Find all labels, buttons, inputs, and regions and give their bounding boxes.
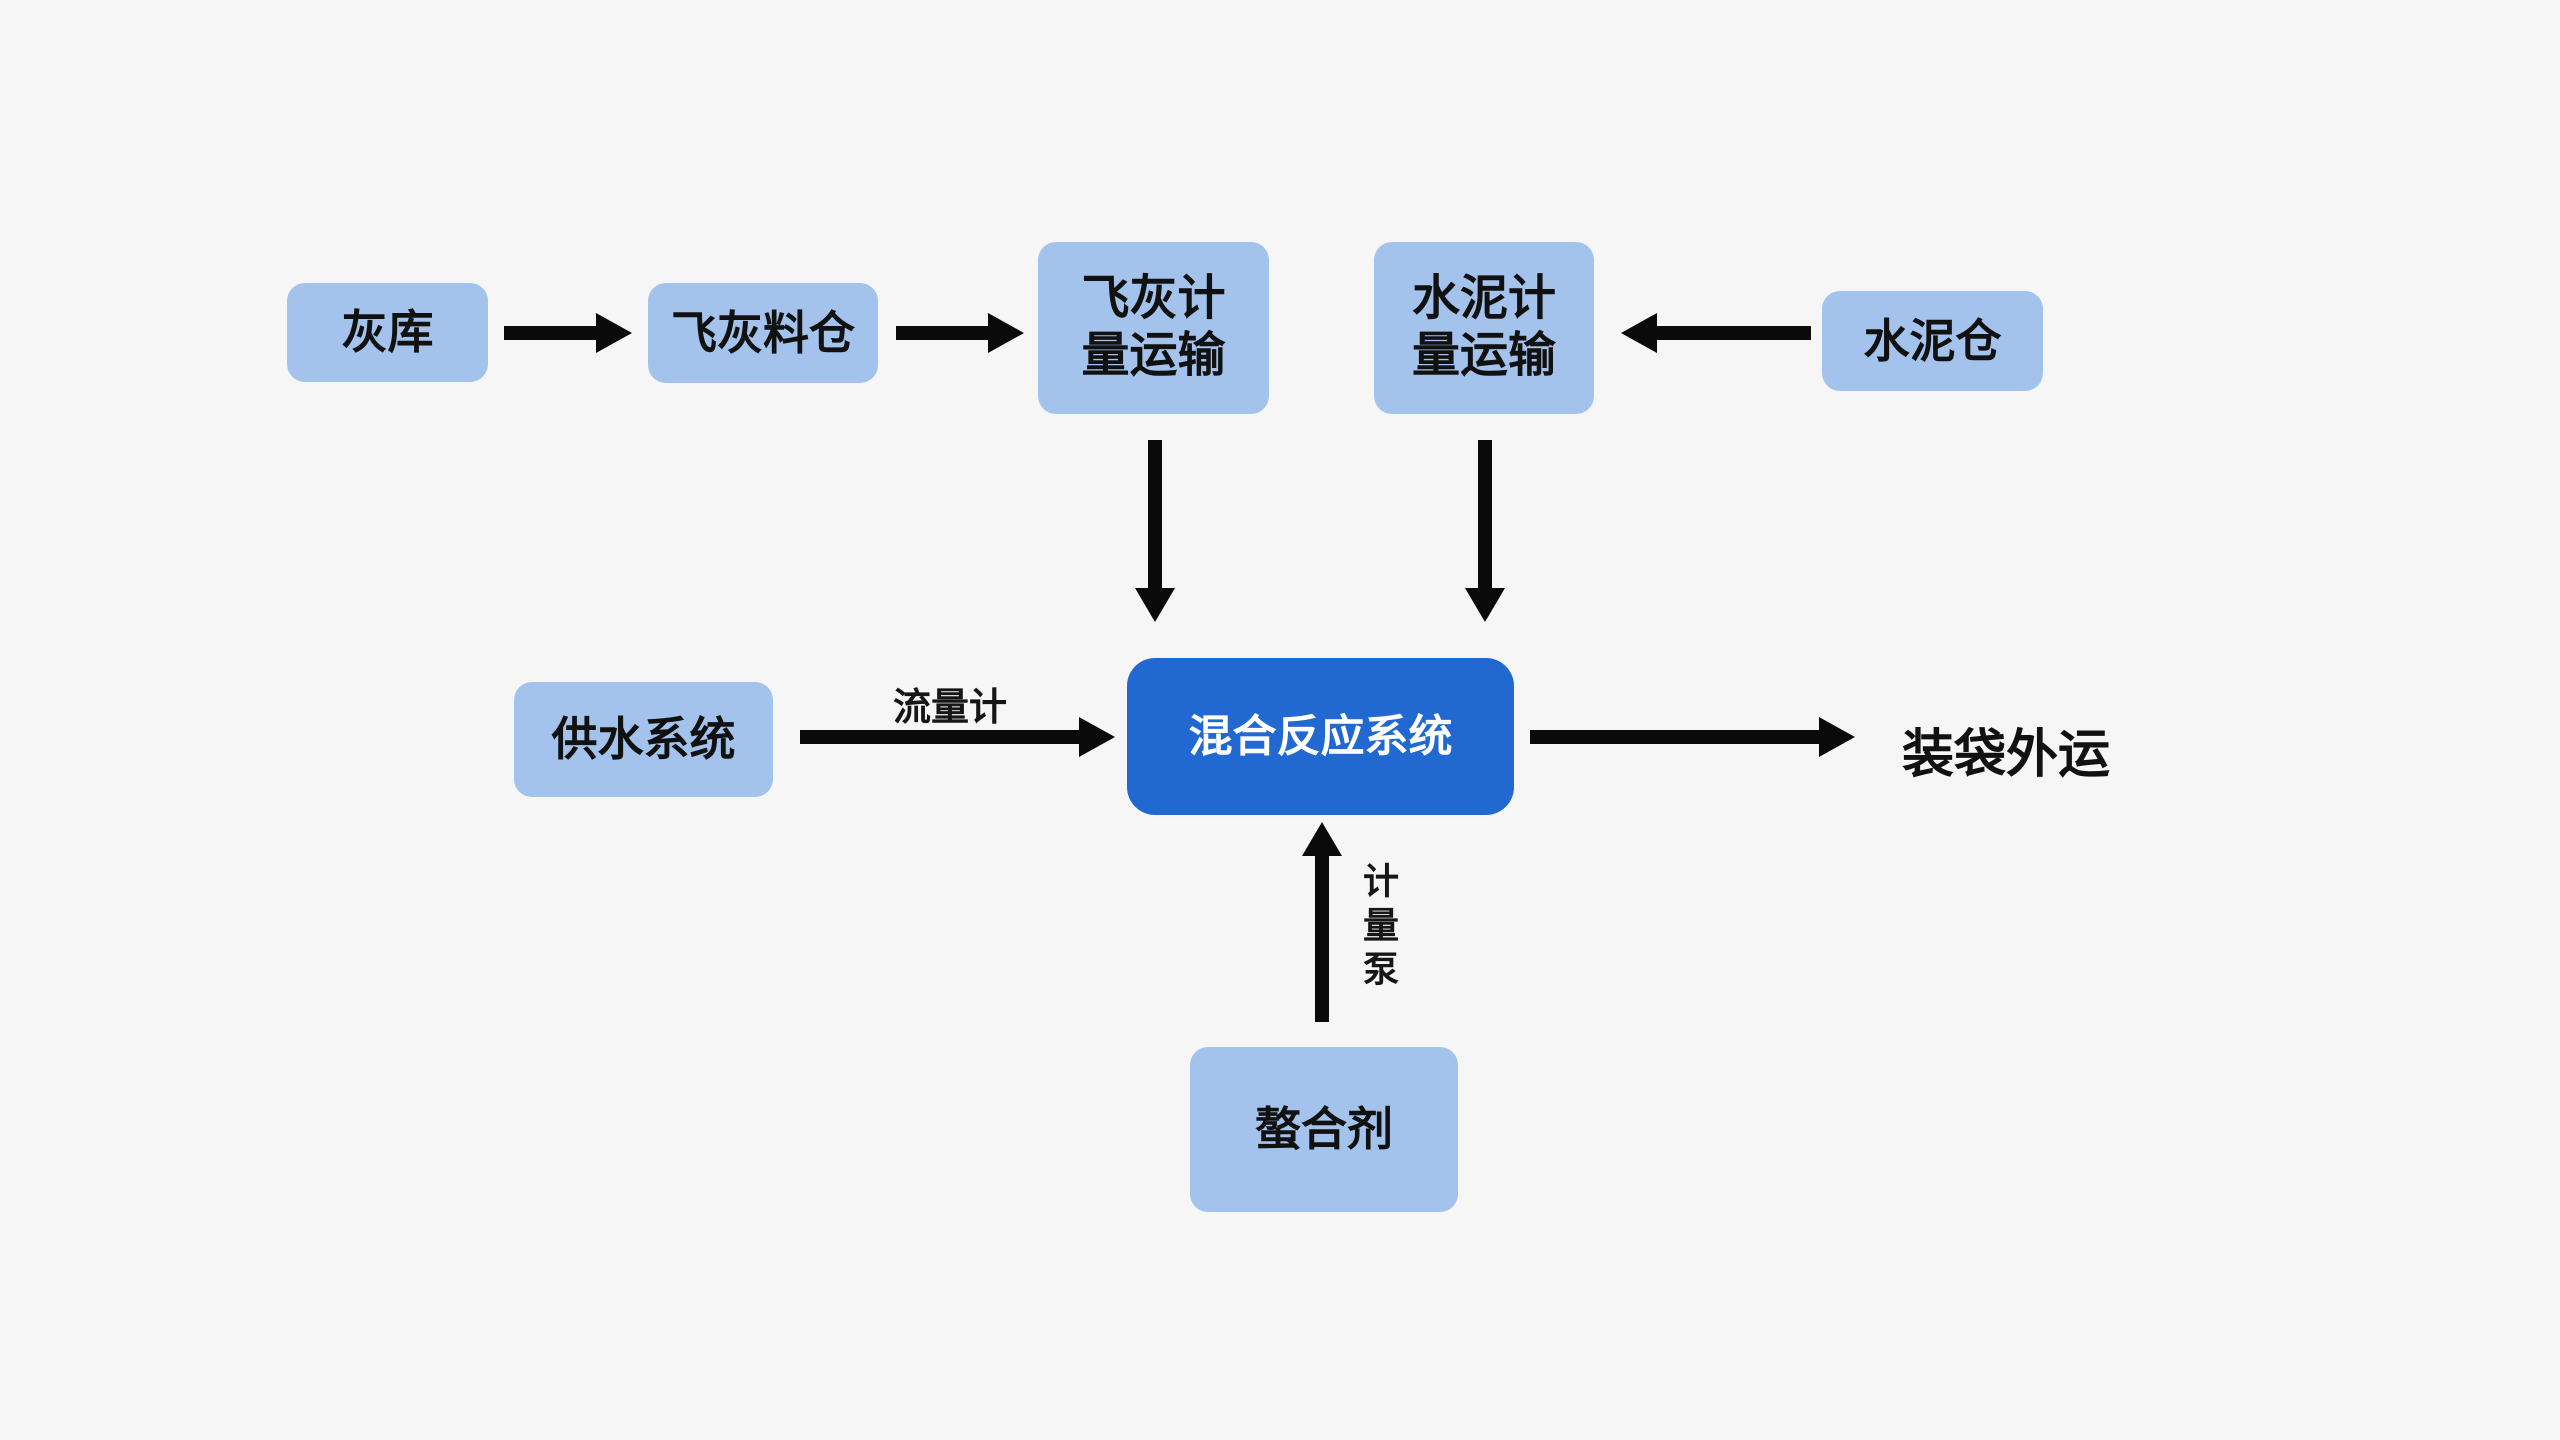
arrow-water-supply-to-mixing — [800, 717, 1115, 757]
node-cement-metering-transport: 水泥计 量运输 — [1374, 242, 1594, 414]
node-fly-ash-metering-transport: 飞灰计 量运输 — [1038, 242, 1269, 414]
node-fly-ash-silo: 飞灰料仓 — [648, 283, 878, 383]
arrow-mixing-to-bagging — [1530, 717, 1855, 757]
node-ash-storage: 灰库 — [287, 283, 488, 382]
arrowhead-right-icon — [596, 313, 632, 353]
arrow-ash-storage-to-fly-ash-silo — [504, 313, 632, 353]
node-mixing-reaction-system: 混合反应系统 — [1127, 658, 1514, 815]
arrow-cement-metering-to-mixing — [1465, 440, 1505, 622]
arrow-chelating-to-mixing — [1302, 822, 1342, 1022]
arrowhead-down-icon — [1135, 588, 1175, 622]
arrow-shaft — [800, 730, 1083, 744]
arrow-shaft — [504, 326, 600, 340]
arrow-fly-ash-metering-to-mixing — [1135, 440, 1175, 622]
arrow-cement-silo-to-metering — [1621, 313, 1811, 353]
arrowhead-left-icon — [1621, 313, 1657, 353]
arrowhead-up-icon — [1302, 822, 1342, 856]
arrow-shaft — [1653, 326, 1811, 340]
arrow-shaft — [1530, 730, 1823, 744]
arrow-shaft — [1148, 440, 1162, 590]
arrowhead-down-icon — [1465, 588, 1505, 622]
edge-label-metering-pump: 计量泵 — [1358, 862, 1399, 994]
edge-label-flow-meter: 流量计 — [893, 687, 1008, 729]
label-bagging-outbound: 装袋外运 — [1902, 726, 2111, 784]
arrow-shaft — [896, 326, 992, 340]
arrowhead-right-icon — [988, 313, 1024, 353]
arrow-shaft — [1478, 440, 1492, 590]
node-cement-silo: 水泥仓 — [1822, 291, 2043, 391]
arrowhead-right-icon — [1079, 717, 1115, 757]
arrow-shaft — [1315, 854, 1329, 1022]
arrow-fly-ash-silo-to-metering — [896, 313, 1024, 353]
node-chelating-agent: 螯合剂 — [1190, 1047, 1458, 1212]
node-water-supply-system: 供水系统 — [514, 682, 773, 797]
arrowhead-right-icon — [1819, 717, 1855, 757]
